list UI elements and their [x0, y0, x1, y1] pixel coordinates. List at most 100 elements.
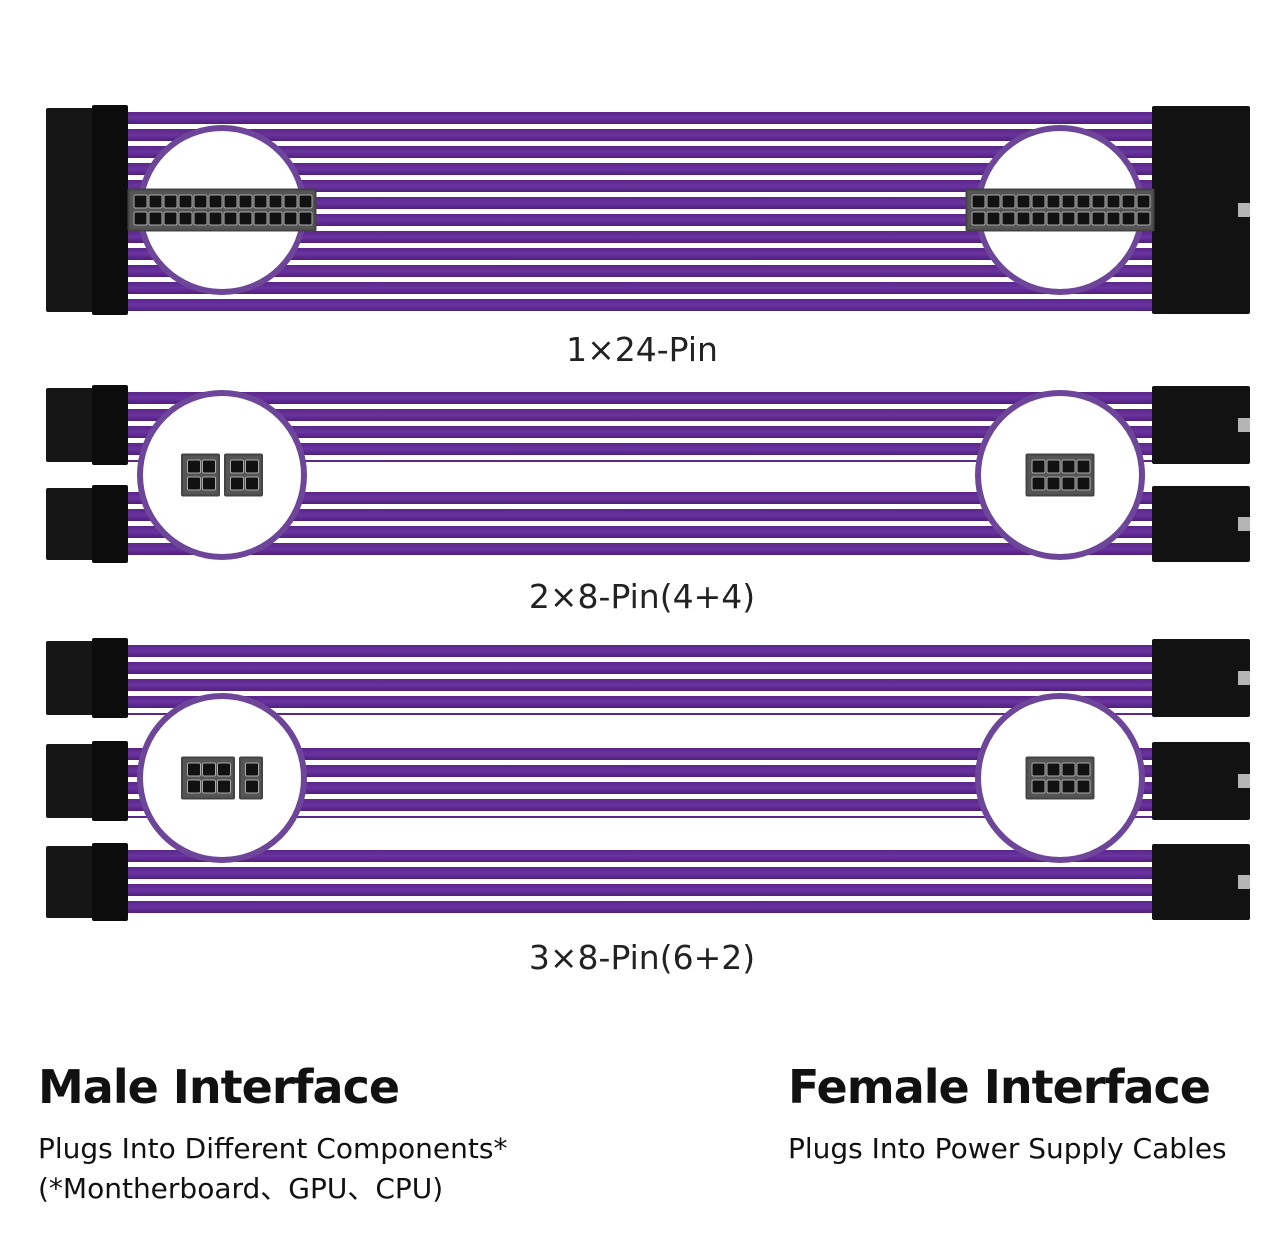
- pin: [1016, 194, 1031, 209]
- female-pinout-icon: [1025, 453, 1095, 497]
- pin: [148, 194, 163, 209]
- female-interface-desc: Plugs Into Power Supply Cables: [788, 1132, 1227, 1165]
- pin: [133, 194, 148, 209]
- pin: [1076, 779, 1091, 794]
- pin: [1046, 779, 1061, 794]
- pin: [971, 194, 986, 209]
- pin: [253, 211, 268, 226]
- pin: [1031, 459, 1046, 474]
- pin: [178, 211, 193, 226]
- pin: [223, 211, 238, 226]
- pin-block: [239, 756, 263, 800]
- connector-latch: [92, 843, 128, 921]
- pin: [1046, 762, 1061, 777]
- pin: [217, 762, 231, 777]
- male-interface-desc: Plugs Into Different Components*: [38, 1132, 508, 1165]
- connector-latch: [92, 105, 128, 315]
- pin: [1136, 194, 1151, 209]
- pin: [245, 476, 259, 491]
- cable-bundle: [120, 645, 1160, 715]
- pin: [202, 762, 216, 777]
- connector-tab: [1238, 671, 1250, 685]
- male-pinout-icon: [127, 188, 317, 232]
- pin: [1106, 211, 1121, 226]
- connector-tab: [1238, 203, 1250, 217]
- pin: [1031, 779, 1046, 794]
- male-connector: [46, 741, 128, 821]
- connector-latch: [92, 385, 128, 465]
- female-interface-title: Female Interface: [788, 1060, 1211, 1114]
- pin-block: [181, 453, 220, 497]
- pin: [245, 779, 259, 794]
- pin: [986, 211, 1001, 226]
- pin: [1136, 211, 1151, 226]
- pin: [1091, 211, 1106, 226]
- pin: [1121, 211, 1136, 226]
- pin: [187, 459, 201, 474]
- pin: [1061, 194, 1076, 209]
- pin: [1061, 459, 1076, 474]
- pin: [1016, 211, 1031, 226]
- connector-tab: [1238, 774, 1250, 788]
- pin: [268, 194, 283, 209]
- pin: [187, 779, 201, 794]
- female-pinout-icon: [1025, 756, 1095, 800]
- male-interface-title: Male Interface: [38, 1060, 400, 1114]
- female-connector: [1152, 639, 1250, 717]
- female-connector: [1152, 742, 1250, 820]
- pin: [253, 194, 268, 209]
- pin: [193, 211, 208, 226]
- male-connector: [46, 485, 128, 563]
- connector-tab: [1238, 418, 1250, 432]
- pin: [202, 476, 216, 491]
- pin: [971, 211, 986, 226]
- pin: [283, 211, 298, 226]
- pin: [298, 211, 313, 226]
- male-connector: [46, 638, 128, 718]
- group-label-8pin-4plus4: 2×8-Pin(4+4): [528, 577, 756, 616]
- male-interface-note: (*Montherboard、GPU、CPU): [38, 1172, 444, 1205]
- pin: [1061, 476, 1076, 491]
- female-connector: [1152, 486, 1250, 562]
- male-pinout-icon: [181, 756, 263, 800]
- cable-bundle: [120, 850, 1160, 918]
- pin: [1046, 476, 1061, 491]
- pin-block: [1025, 756, 1095, 800]
- pin-block: [181, 756, 235, 800]
- connector-tab: [1238, 875, 1250, 889]
- pin: [283, 194, 298, 209]
- female-connector: [1152, 106, 1250, 314]
- pin: [268, 211, 283, 226]
- male-connector: [46, 105, 128, 315]
- pin: [1046, 459, 1061, 474]
- pin: [163, 211, 178, 226]
- pin: [1001, 211, 1016, 226]
- pin: [1001, 194, 1016, 209]
- pin: [1076, 476, 1091, 491]
- connector-latch: [92, 741, 128, 821]
- pin: [193, 194, 208, 209]
- female-pinout-magnifier: [975, 390, 1145, 560]
- pin: [1121, 194, 1136, 209]
- pin: [1031, 762, 1046, 777]
- connector-latch: [92, 638, 128, 718]
- pin: [208, 194, 223, 209]
- pin: [208, 211, 223, 226]
- pin: [1076, 194, 1091, 209]
- pin: [245, 459, 259, 474]
- pin: [202, 779, 216, 794]
- male-pinout-icon: [181, 453, 263, 497]
- pin: [148, 211, 163, 226]
- pin: [1031, 476, 1046, 491]
- pin: [1091, 194, 1106, 209]
- group-label-24pin: 1×24-Pin: [566, 330, 718, 369]
- pin-block: [224, 453, 263, 497]
- pin: [223, 194, 238, 209]
- female-pinout-magnifier: [975, 693, 1145, 863]
- pin: [238, 194, 253, 209]
- pin-block: [965, 188, 1155, 232]
- pin: [986, 194, 1001, 209]
- pin: [187, 476, 201, 491]
- pin: [1106, 194, 1121, 209]
- pin: [187, 762, 201, 777]
